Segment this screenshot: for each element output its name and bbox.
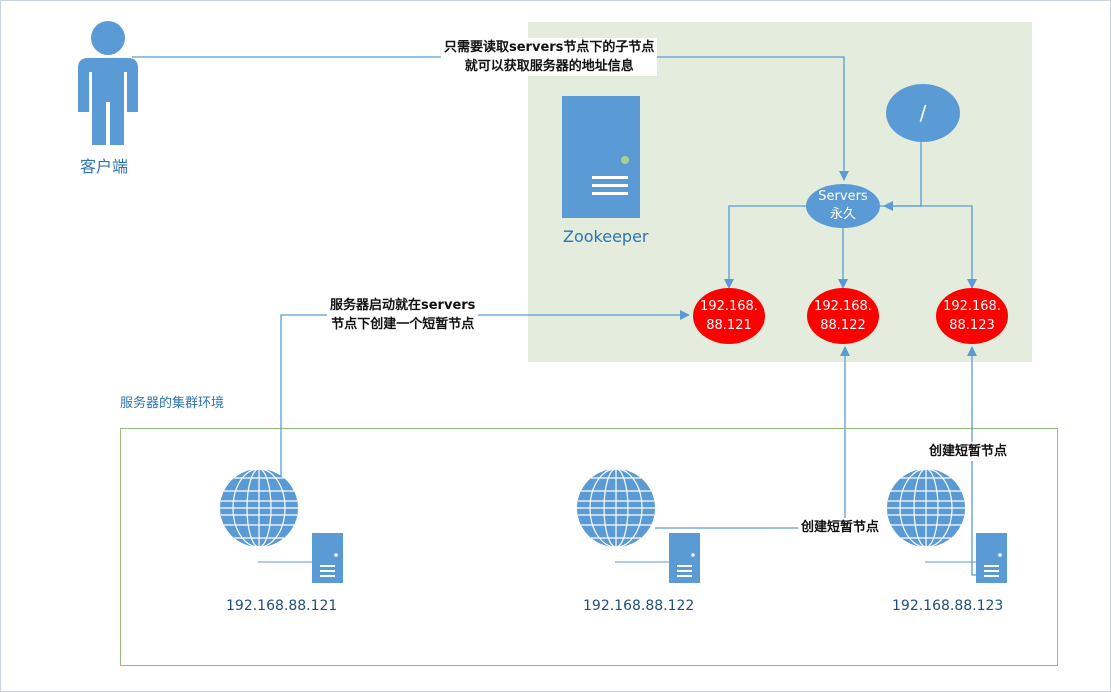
ephemeral-node-121: 192.168. 88.121	[693, 288, 765, 344]
root-to-servers-connector	[883, 142, 922, 211]
server-start-annotation: 服务器启动就在servers 节点下创建一个短暂节点	[327, 296, 479, 334]
servers-node-type: 永久	[829, 207, 856, 222]
client-read-annotation-line1: 只需要读取servers节点下的子节点	[444, 40, 655, 55]
server-tower-icon-121	[258, 533, 343, 583]
ephemeral-node-122: 192.168. 88.122	[807, 288, 879, 344]
ephemeral-node-121-line1: 192.168.	[700, 299, 758, 314]
server-start-annotation-line1: 服务器启动就在servers	[330, 298, 476, 313]
server-ip-123: 192.168.88.123	[892, 598, 1004, 614]
create-ephemeral-annotation-123: 创建短暂节点	[926, 442, 1011, 461]
client-read-annotation-line2: 就可以获取服务器的地址信息	[464, 59, 634, 74]
zk-root-node: /	[886, 84, 960, 142]
server-ip-122: 192.168.88.122	[583, 598, 695, 614]
server-123-to-node-connector	[967, 346, 977, 576]
client-to-servers-connector	[132, 56, 849, 181]
server-globe-icon-123	[887, 468, 965, 548]
ephemeral-node-123-line2: 88.123	[949, 318, 995, 333]
client-read-annotation: 只需要读取servers节点下的子节点 就可以获取服务器的地址信息	[441, 38, 658, 76]
cluster-title: 服务器的集群环境	[120, 396, 225, 411]
servers-to-node-121-connector	[724, 205, 808, 289]
server-122-to-node-connector	[655, 346, 850, 529]
zookeeper-label: Zookeeper	[563, 227, 649, 246]
ephemeral-node-122-line1: 192.168.	[814, 299, 872, 314]
client-person-icon	[78, 21, 138, 145]
server-121-to-node-connector	[280, 310, 690, 480]
server-cluster-box	[120, 428, 1058, 666]
server-ip-121: 192.168.88.121	[226, 598, 338, 614]
server-tower-icon-123	[925, 533, 1007, 583]
zookeeper-server-icon	[562, 96, 640, 218]
ephemeral-node-123: 192.168. 88.123	[936, 288, 1008, 344]
create-ephemeral-annotation-122: 创建短暂节点	[798, 518, 883, 537]
client-label: 客户端	[80, 157, 129, 176]
zk-servers-node: Servers 永久	[806, 184, 880, 228]
server-tower-icon-122	[615, 533, 700, 583]
servers-node-name: Servers	[818, 189, 868, 204]
servers-to-node-123-connector	[878, 205, 977, 289]
zk-root-node-label: /	[919, 101, 927, 125]
ephemeral-node-121-line2: 88.121	[706, 318, 752, 333]
ephemeral-node-123-line1: 192.168.	[943, 299, 1001, 314]
ephemeral-node-122-line2: 88.122	[820, 318, 866, 333]
server-globe-icon-121	[220, 468, 298, 548]
server-start-annotation-line2: 节点下创建一个短暂节点	[331, 317, 475, 332]
server-globe-icon-122	[577, 468, 655, 548]
